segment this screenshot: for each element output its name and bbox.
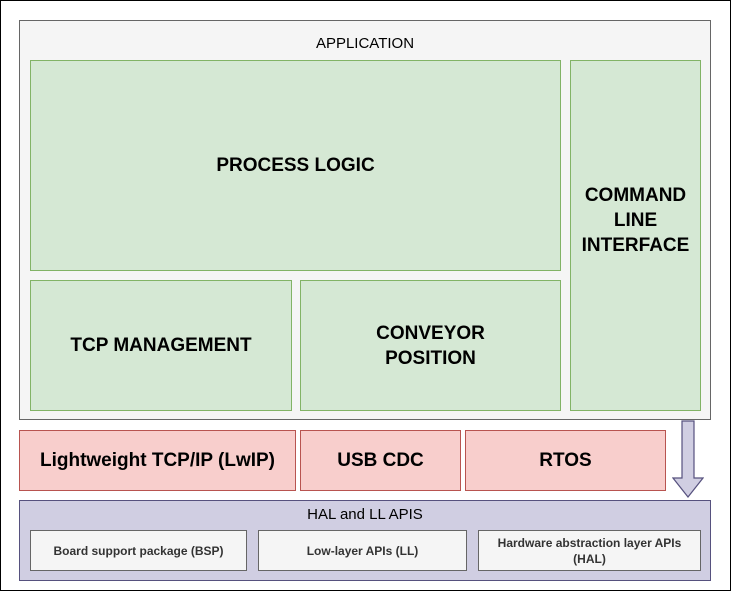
hal-title: HAL and LL APIS: [307, 506, 423, 523]
bsp-block: Board support package (BSP): [30, 530, 247, 571]
command-line-interface-label: COMMAND LINE INTERFACE: [581, 185, 690, 256]
down-arrow-icon: [672, 420, 704, 498]
bsp-label: Board support package (BSP): [53, 543, 224, 558]
command-line-interface-block: COMMAND LINE INTERFACE: [570, 60, 701, 411]
tcp-management-label: TCP MANAGEMENT: [70, 335, 252, 356]
conveyor-position-label: CONVEYOR POSITION: [376, 322, 485, 369]
ll-apis-label: Low-layer APIs (LL): [306, 543, 419, 558]
hal-apis-label: Hardware abstraction layer APIs (HAL): [497, 535, 682, 566]
usb-cdc-label: USB CDC: [337, 449, 424, 471]
tcp-management-block: TCP MANAGEMENT: [30, 280, 292, 411]
lwip-block: Lightweight TCP/IP (LwIP): [19, 430, 296, 491]
usb-cdc-block: USB CDC: [300, 430, 461, 491]
application-title: APPLICATION: [315, 35, 415, 52]
hal-apis-block: Hardware abstraction layer APIs (HAL): [478, 530, 701, 571]
conveyor-position-block: CONVEYOR POSITION: [300, 280, 561, 411]
process-logic-label: PROCESS LOGIC: [216, 155, 375, 176]
rtos-label: RTOS: [539, 449, 592, 471]
rtos-block: RTOS: [465, 430, 666, 491]
lwip-label: Lightweight TCP/IP (LwIP): [39, 449, 276, 471]
ll-apis-block: Low-layer APIs (LL): [258, 530, 467, 571]
process-logic-block: PROCESS LOGIC: [30, 60, 561, 271]
